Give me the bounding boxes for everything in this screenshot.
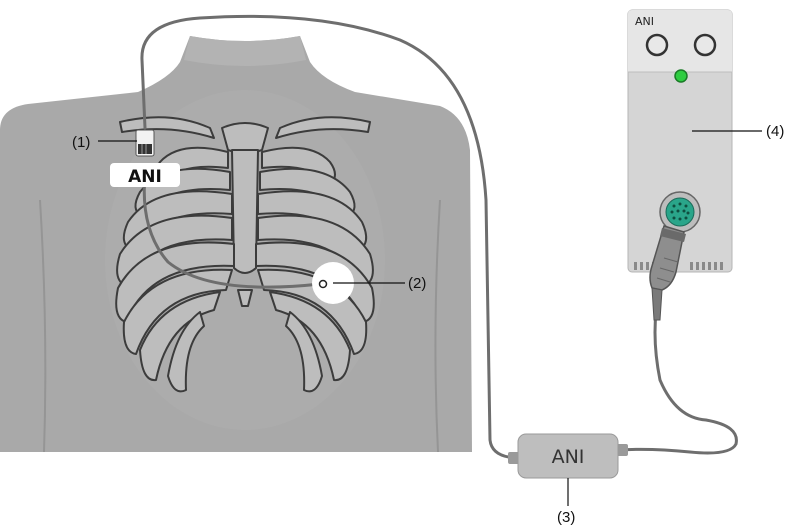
callout-1: (1) <box>72 134 90 151</box>
cable-box-label: ANI <box>552 446 585 468</box>
module-indicator-light <box>675 70 687 82</box>
ani-cable-box: ANI <box>508 434 628 478</box>
module-button-left[interactable] <box>647 35 667 55</box>
callout-4: (4) <box>766 123 784 140</box>
module-button-right[interactable] <box>695 35 715 55</box>
sensor-badge-label: ANI <box>128 167 162 187</box>
module-cable <box>620 290 736 453</box>
module-label: ANI <box>635 15 654 28</box>
callout-2: (2) <box>408 275 426 292</box>
callout-3: (3) <box>557 509 575 526</box>
ani-module: ANI <box>628 10 732 320</box>
